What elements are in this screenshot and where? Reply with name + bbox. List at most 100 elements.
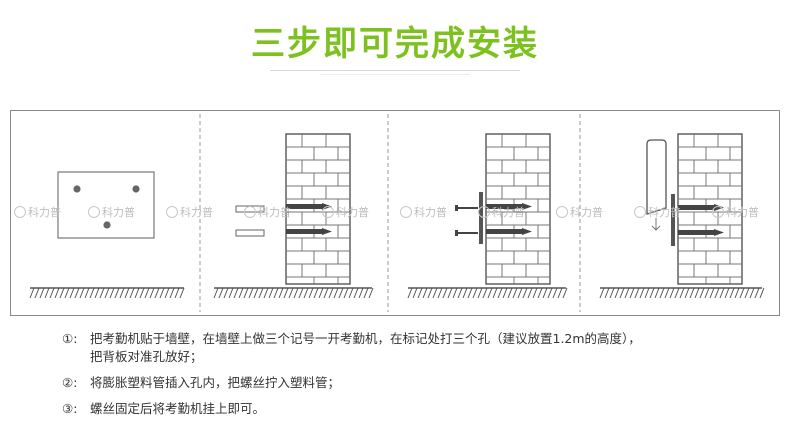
ground-hatch xyxy=(614,287,620,299)
ground-hatch xyxy=(679,287,685,299)
ground-hatch xyxy=(164,287,170,299)
ground-hatch xyxy=(273,287,279,299)
ground-hatch xyxy=(328,287,334,299)
ground-hatch xyxy=(639,287,645,299)
hole-mark-icon xyxy=(132,185,140,193)
ground-hatch xyxy=(179,287,185,299)
ground-hatch xyxy=(457,287,463,299)
wall-anchor-icon xyxy=(286,228,332,235)
ground-hatch xyxy=(547,287,553,299)
ground-hatch xyxy=(552,287,558,299)
backplate-edge-icon xyxy=(479,192,483,244)
wall-panel-2 xyxy=(213,133,374,299)
ground-hatch xyxy=(29,287,35,299)
ground-hatch xyxy=(139,287,145,299)
ground-hatch xyxy=(243,287,249,299)
ground-hatch xyxy=(689,287,695,299)
ground-hatch xyxy=(213,287,219,299)
ground-hatch xyxy=(278,287,284,299)
ground-hatch xyxy=(684,287,690,299)
watermark-row: 科力普 科力普 科力普 科力普 科力普 科力普 科力普 科力普 科力普 科力普 xyxy=(14,205,759,219)
ground-hatch xyxy=(649,287,655,299)
ground-hatch xyxy=(154,287,160,299)
ground-hatch xyxy=(694,287,700,299)
ground-hatch xyxy=(442,287,448,299)
ground-hatch xyxy=(502,287,508,299)
ground-hatch xyxy=(749,287,755,299)
watermark-logo: 科力普 xyxy=(322,205,369,219)
step-text-continued: 把背板对准孔放好； xyxy=(90,349,203,364)
ground-hatch xyxy=(99,287,105,299)
page-title: 三步即可完成安装 xyxy=(251,24,539,64)
wall-panel-4 xyxy=(599,133,765,299)
ground-hatch xyxy=(719,287,725,299)
wall-panel-3 xyxy=(407,133,568,299)
ground-hatch xyxy=(432,287,438,299)
hole-mark-icon xyxy=(73,185,81,193)
ground-hatch xyxy=(452,287,458,299)
title-divider xyxy=(270,70,520,71)
screw-icon xyxy=(455,205,478,211)
ground-hatch xyxy=(174,287,180,299)
ground-hatch xyxy=(358,287,364,299)
ground-hatch xyxy=(462,287,468,299)
ground-hatch xyxy=(74,287,80,299)
step-number: ①: xyxy=(62,331,78,346)
installation-illustration: 科力普 科力普 科力普 科力普 科力普 科力普 科力普 科力普 科力普 科力普 xyxy=(14,114,765,312)
ground-hatch xyxy=(298,287,304,299)
ground-hatch xyxy=(497,287,503,299)
ground-hatch xyxy=(129,287,135,299)
ground-hatch xyxy=(89,287,95,299)
wall-anchor-icon xyxy=(678,204,724,211)
wall-anchor-icon xyxy=(486,228,532,235)
svg-text:科力普: 科力普 xyxy=(414,205,447,219)
ground-hatch xyxy=(169,287,175,299)
ground-hatch xyxy=(512,287,518,299)
ground-hatch xyxy=(482,287,488,299)
ground-hatch xyxy=(258,287,264,299)
svg-text:科力普: 科力普 xyxy=(180,205,213,219)
ground-hatch xyxy=(288,287,294,299)
ground-hatch xyxy=(659,287,665,299)
ground-hatch xyxy=(527,287,533,299)
ground-hatch xyxy=(363,287,369,299)
illustration-frame xyxy=(10,110,780,316)
title-divider-secondary xyxy=(320,74,470,75)
wall-anchor-icon xyxy=(486,203,532,210)
svg-text:科力普: 科力普 xyxy=(648,205,681,219)
ground-hatch xyxy=(699,287,705,299)
ground-hatch xyxy=(487,287,493,299)
ground-hatch xyxy=(472,287,478,299)
ground-hatch xyxy=(709,287,715,299)
ground-hatch xyxy=(253,287,259,299)
svg-text:科力普: 科力普 xyxy=(102,205,135,219)
ground-hatch xyxy=(422,287,428,299)
ground-hatch xyxy=(248,287,254,299)
ground-hatch xyxy=(477,287,483,299)
step-text: 把考勤机贴于墙壁，在墙壁上做三个记号一开考勤机，在标记处打三个孔（建议放置1.2… xyxy=(90,331,641,346)
ground-hatch xyxy=(119,287,125,299)
ground-hatch xyxy=(223,287,229,299)
ground-hatch xyxy=(69,287,75,299)
watermark-logo: 科力普 xyxy=(400,205,447,219)
ground-hatch xyxy=(109,287,115,299)
ground-hatch xyxy=(759,287,765,299)
ground-hatch xyxy=(313,287,319,299)
ground-hatch xyxy=(59,287,65,299)
ground-hatch xyxy=(338,287,344,299)
watermark-logo: 科力普 xyxy=(556,205,603,219)
ground-hatch xyxy=(619,287,625,299)
ground-hatch xyxy=(604,287,610,299)
svg-text:科力普: 科力普 xyxy=(726,205,759,219)
watermark-logo: 科力普 xyxy=(166,205,213,219)
ground-hatch xyxy=(303,287,309,299)
ground-hatch xyxy=(308,287,314,299)
ground-hatch xyxy=(724,287,730,299)
ground-hatch xyxy=(293,287,299,299)
ground-hatch xyxy=(714,287,720,299)
ground-hatch xyxy=(739,287,745,299)
ground-hatch xyxy=(218,287,224,299)
ground-hatch xyxy=(412,287,418,299)
backplate-edge-icon xyxy=(671,194,675,246)
svg-text:科力普: 科力普 xyxy=(28,205,61,219)
